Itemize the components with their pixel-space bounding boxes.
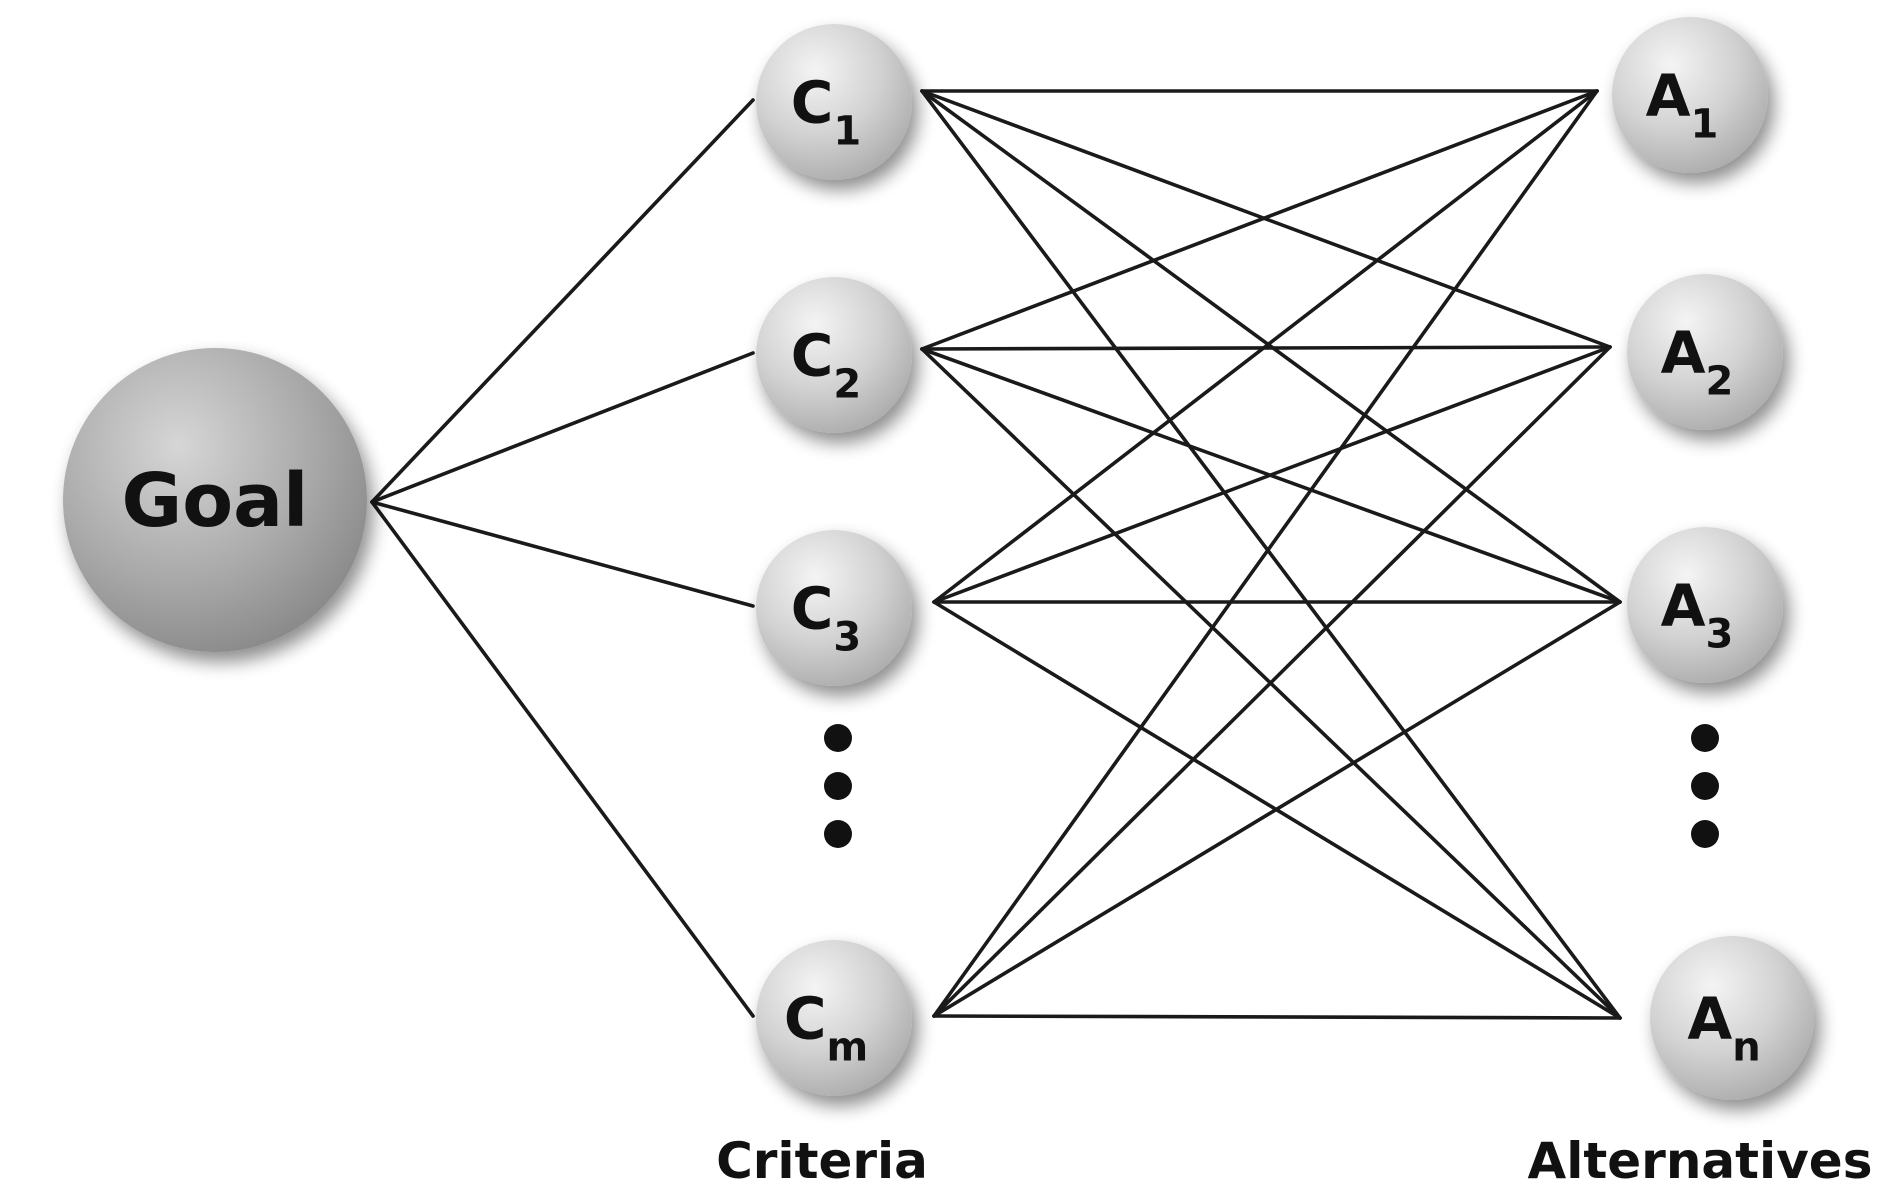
- criteria-group-label: Criteria: [716, 1132, 928, 1190]
- alternative-node-a2-label-subscript: 2: [1706, 358, 1734, 404]
- criterion-node-c3-label-subscript: 3: [833, 614, 861, 660]
- edge-cm-a3: [932, 600, 1622, 1018]
- alternative-node-a1: A1: [1612, 17, 1768, 173]
- criterion-node-c1-circle: [756, 24, 912, 180]
- alternative-node-a2-circle: [1627, 274, 1783, 430]
- criteria-ellipsis: [824, 724, 852, 848]
- criterion-node-c2-label-subscript: 2: [833, 361, 861, 407]
- alternative-node-a1-label-base: A: [1646, 61, 1691, 129]
- criterion-node-cm-label: Cm: [784, 984, 868, 1070]
- edge-goal-cm: [370, 500, 755, 1018]
- alternative-node-an-label-base: A: [1687, 984, 1732, 1052]
- alternative-node-a1-label: A1: [1646, 61, 1719, 147]
- alternative-node-a3-circle: [1627, 527, 1783, 683]
- alternative-node-a3-label: A3: [1661, 571, 1734, 657]
- criterion-node-cm-circle: [756, 940, 912, 1096]
- criterion-node-c1-label-subscript: 1: [833, 108, 861, 154]
- goal-node-label-base: Goal: [122, 458, 309, 544]
- alternative-node-a2-label: A2: [1661, 318, 1734, 404]
- alternatives-ellipsis-dot: [1691, 724, 1719, 752]
- criterion-node-cm-label-base: C: [784, 984, 827, 1052]
- edge-c3-a1: [932, 89, 1599, 604]
- alternatives-ellipsis-dot: [1691, 820, 1719, 848]
- criterion-node-c3-circle: [756, 530, 912, 686]
- criterion-node-c1-label: C1: [791, 68, 861, 154]
- edge-cm-a2: [932, 345, 1612, 1018]
- alternative-node-a2: A2: [1627, 274, 1783, 430]
- alternative-node-an-circle: [1650, 936, 1814, 1100]
- edge-c2-a1: [920, 89, 1599, 351]
- goal-node-label: Goal: [122, 458, 309, 544]
- alternative-node-a1-label-subscript: 1: [1691, 101, 1719, 147]
- goal-node: Goal: [63, 348, 367, 652]
- edges-layer: [370, 89, 1622, 1020]
- criteria-ellipsis-dot: [824, 820, 852, 848]
- edge-goal-c1: [370, 98, 755, 504]
- criterion-node-c1: C1: [756, 24, 912, 180]
- criterion-node-c3: C3: [756, 530, 912, 686]
- edge-goal-c2: [370, 351, 755, 504]
- alternative-node-a3-label-base: A: [1661, 571, 1706, 639]
- criteria-ellipsis-dot: [824, 724, 852, 752]
- alternative-node-a2-label-base: A: [1661, 318, 1706, 386]
- criterion-node-c2-label-base: C: [791, 321, 834, 389]
- alternative-node-a3-label-subscript: 3: [1706, 611, 1734, 657]
- criterion-node-c2-label: C2: [791, 321, 861, 407]
- alternatives-ellipsis-dot: [1691, 772, 1719, 800]
- edge-c3-a2: [932, 345, 1612, 604]
- goal-node-circle: [63, 348, 367, 652]
- criterion-node-c2: C2: [756, 277, 912, 433]
- criterion-node-c3-label: C3: [791, 574, 861, 660]
- edge-c1-an: [920, 89, 1622, 1020]
- edge-cm-an: [932, 1014, 1622, 1020]
- criterion-node-c3-label-base: C: [791, 574, 834, 642]
- alternative-node-a3: A3: [1627, 527, 1783, 683]
- criterion-node-c2-circle: [756, 277, 912, 433]
- alternative-node-an: An: [1650, 936, 1814, 1100]
- alternatives-ellipsis: [1691, 724, 1719, 848]
- alternative-node-an-label-subscript: n: [1732, 1024, 1760, 1070]
- alternative-node-a1-circle: [1612, 17, 1768, 173]
- criteria-ellipsis-dot: [824, 772, 852, 800]
- criterion-node-c1-label-base: C: [791, 68, 834, 136]
- alternatives-group-label: Alternatives: [1528, 1132, 1873, 1190]
- criterion-node-cm-label-subscript: m: [826, 1024, 868, 1070]
- alternative-node-an-label: An: [1687, 984, 1760, 1070]
- criterion-node-cm: Cm: [756, 940, 912, 1096]
- edge-goal-c3: [370, 500, 755, 608]
- edge-cm-a1: [932, 89, 1599, 1018]
